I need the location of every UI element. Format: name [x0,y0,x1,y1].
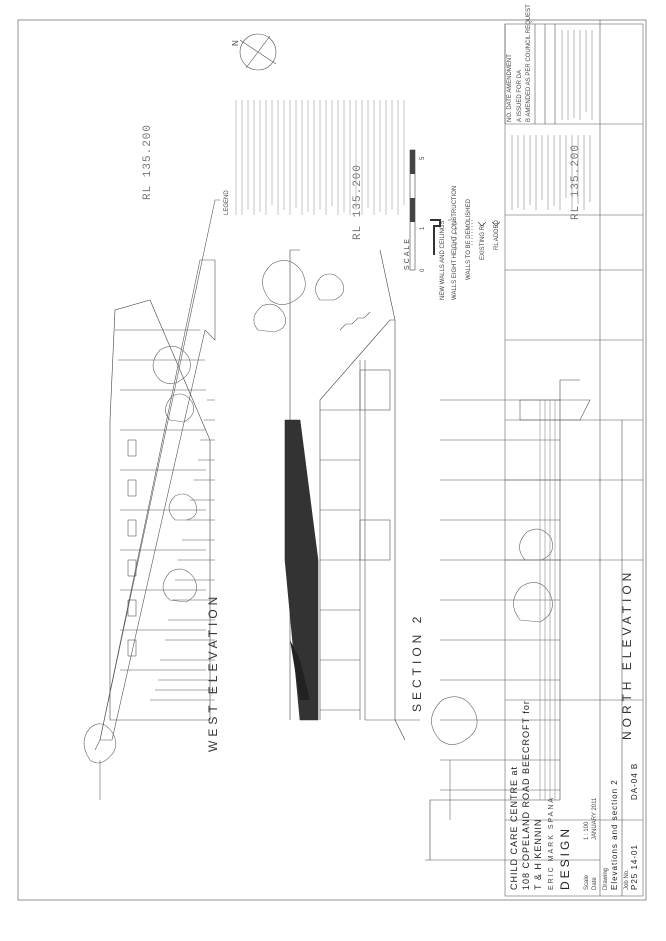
job-number: P25 14-01 [630,844,639,890]
north-elevation-label: NORTH ELEVATION [620,568,634,740]
scale-bar [409,149,416,271]
notes-block [511,30,593,210]
project-line-1: CHILD CARE CENTRE at [509,765,519,890]
client-name: T & H KENNIN [533,818,543,890]
north-arrow-label: N [231,40,240,46]
firm-name: DESIGN [558,825,572,890]
legend-heading: LEGEND [224,190,230,215]
section-2-drawing [253,249,420,741]
section-2-label: SECTION 2 [410,612,424,712]
legend-symbol-demolish: WALLS TO BE DEMOLISHED [466,199,472,280]
north-arrow-symbol [239,33,277,71]
legend-symbol-rl-added: RL ADDED [494,220,500,250]
scale-tick-0: 0 [420,268,426,272]
revision-row-a: A ISSUED FOR DA [517,69,523,122]
date-field-label: Date [592,877,598,890]
legend-symbols [430,219,501,255]
scale-tick-1: 1 [420,226,426,230]
date-field-value: JANUARY 2011 [592,797,598,840]
scale-tick-5: 5 [420,156,426,160]
project-line-2: 108 COPELAND ROAD BEECROFT for [521,700,531,890]
rl-level-label-section: RL 135.200 [352,163,364,240]
drawing-field-label: Drawing [603,867,609,890]
scale-field-label: Scale [584,874,590,890]
revision-header: NO. DATE AMENDMENT [507,54,513,122]
legend-symbol-existing-rl: EXISTING RL [480,222,486,260]
sheet-number: DA-04 B [630,762,639,800]
rl-level-label-north: RL 135.200 [570,143,582,220]
drawing-title: Elevations and section 2 [610,779,619,890]
firm-line-1: ERIC MARK SPANA [548,795,555,890]
west-elevation-drawing [83,199,220,800]
legend-symbol-new-walls: NEW WALLS AND CEILINGS [440,220,446,300]
scale-field-value: 1 : 100 [584,821,590,840]
revision-row-b: B AMENDED AS PER COUNCIL REQUEST [526,4,532,122]
north-elevation-drawing [425,379,600,861]
legend-list-lines [235,100,405,215]
rl-level-label-west: RL 135.200 [142,123,154,200]
west-elevation-label: WEST ELEVATION [206,592,220,752]
sheet-border [17,19,647,901]
scale-label: SCALE [404,237,411,270]
legend-symbol-height: WALLS EIGHT HEIGHT CONSTRUCTION [452,185,458,300]
